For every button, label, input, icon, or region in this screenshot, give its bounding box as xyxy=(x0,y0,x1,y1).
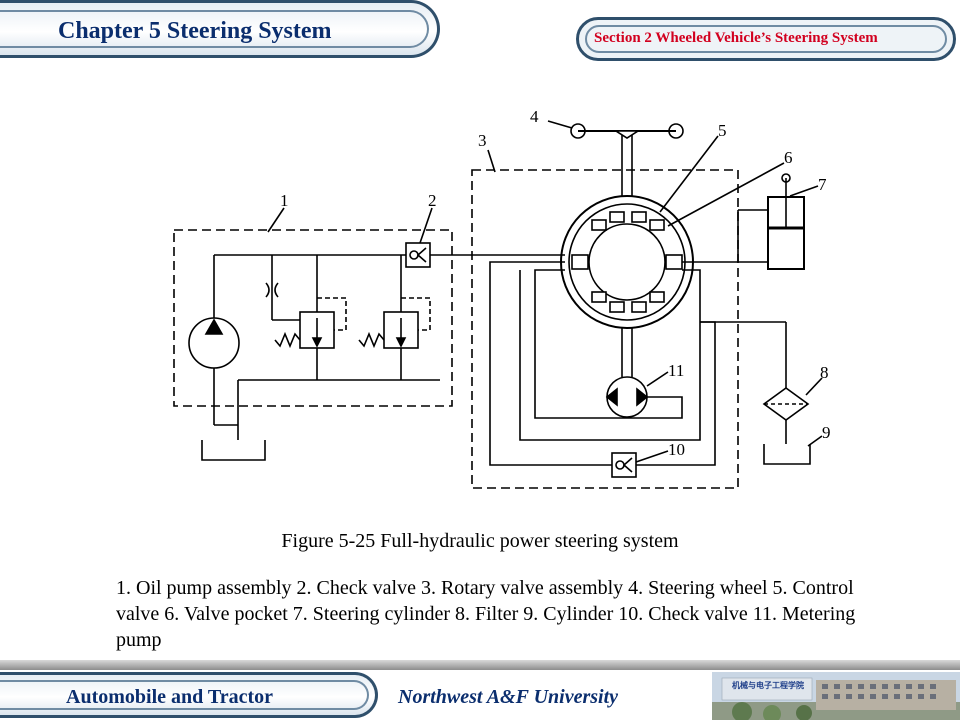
rotary-valve-assembly-box xyxy=(471,169,739,489)
label-11: 11 xyxy=(668,361,684,380)
footer-banner xyxy=(0,672,378,718)
chapter-title: Chapter 5 Steering System xyxy=(58,18,332,44)
chapter-banner xyxy=(0,0,440,58)
course-title: Automobile and Tractor xyxy=(66,686,274,708)
figure-legend: 1. Oil pump assembly 2. Check valve 3. R… xyxy=(116,577,856,651)
label-4: 4 xyxy=(530,107,539,126)
label-1: 1 xyxy=(280,191,289,210)
label-7: 7 xyxy=(818,175,827,194)
label-2: 2 xyxy=(428,191,437,210)
oil-pump-assembly-box xyxy=(173,229,453,407)
college-logo-text: 机械与电子工程学院 xyxy=(732,680,804,690)
steering-wheel xyxy=(570,123,586,139)
section-banner xyxy=(576,17,956,61)
label-6: 6 xyxy=(784,148,793,167)
tank-symbol xyxy=(201,440,266,461)
section-title: Section 2 Wheeled Vehicle’s Steering Sys… xyxy=(594,30,878,46)
label-10: 10 xyxy=(668,440,685,459)
footer-divider xyxy=(0,660,960,670)
university-name: Northwest A&F University xyxy=(398,686,619,708)
label-3: 3 xyxy=(478,131,487,150)
label-8: 8 xyxy=(820,363,829,382)
figure-caption: Figure 5-25 Full-hydraulic power steerin… xyxy=(281,530,679,552)
label-5: 5 xyxy=(718,121,727,140)
college-logo-photo: 机械与电子工程学院 xyxy=(712,672,960,720)
label-9: 9 xyxy=(822,423,831,442)
hydraulic-steering-diagram: 1 2 3 4 5 6 7 8 9 10 11 xyxy=(173,107,831,489)
cylinder-symbol-9 xyxy=(763,444,811,465)
